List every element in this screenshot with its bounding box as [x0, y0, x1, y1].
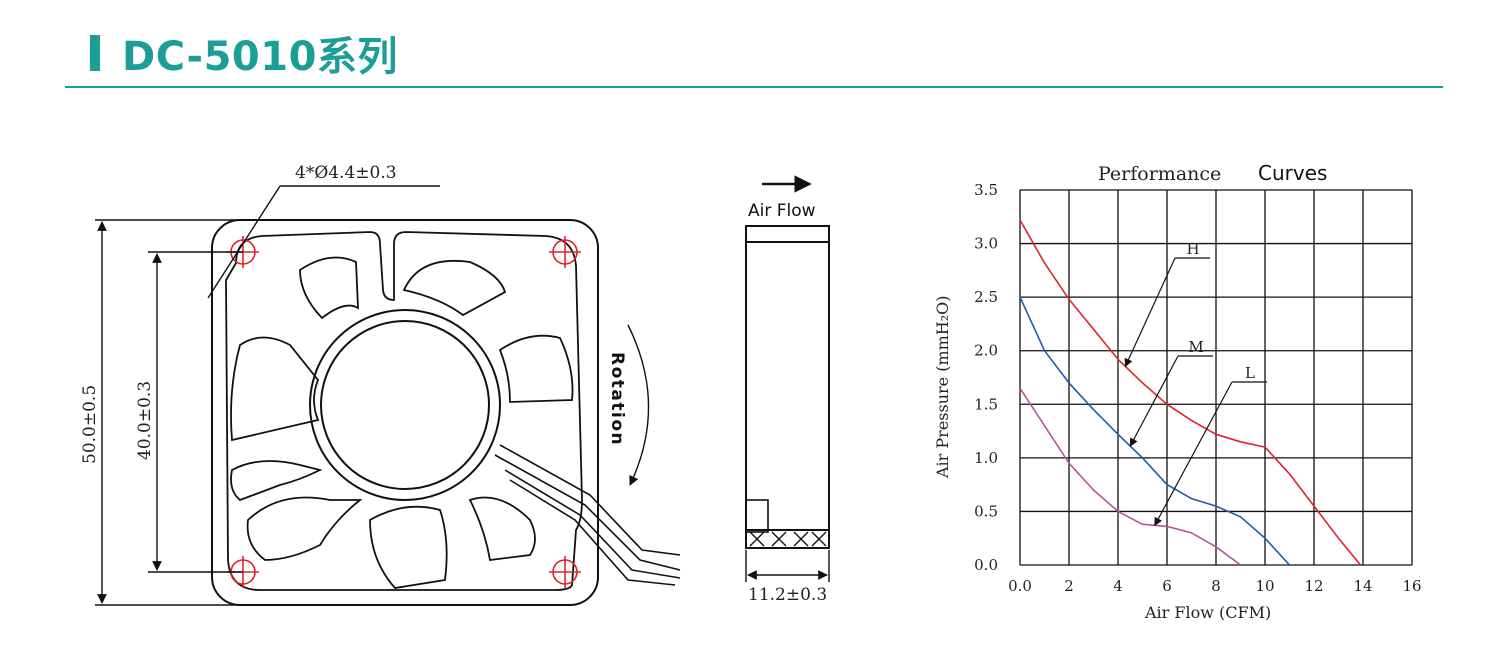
fan-frame-inner [225, 231, 583, 591]
x-tick-label: 2 [1064, 577, 1074, 595]
x-tick-label: 16 [1402, 577, 1421, 595]
outer-dimension-label: 50.0±0.5 [80, 385, 100, 464]
fan-frame-outer [211, 219, 599, 606]
x-tick-label: 6 [1162, 577, 1172, 595]
series-label-L: L [1245, 364, 1255, 382]
chart-series [1019, 219, 1362, 566]
y-tick-labels: 0.0 0.5 1.0 1.5 2.0 2.5 3.0 3.5 [974, 181, 998, 574]
hole-spec-label: 4*Ø4.4±0.3 [295, 163, 397, 183]
y-axis-label: Air Pressure (mmH₂O) [933, 295, 952, 479]
front-dimensions [95, 185, 440, 606]
chart-title-part2: Curves [1258, 161, 1327, 185]
y-tick-label: 1.0 [974, 449, 998, 467]
fan-wires [494, 444, 681, 586]
callout-leader [1154, 381, 1233, 527]
airflow-label: Air Flow [748, 201, 816, 221]
rotation-arrow [627, 324, 650, 486]
x-tick-label: 4 [1113, 577, 1123, 595]
series-callouts: H M L [1124, 240, 1267, 527]
y-tick-label: 2.5 [974, 288, 998, 306]
rotation-label: Rotation [607, 352, 627, 446]
series-label-M: M [1188, 338, 1203, 356]
chart-title-part1: Performance [1098, 163, 1221, 185]
y-tick-label: 0.5 [974, 502, 998, 520]
hole-dimension-label: 40.0±0.3 [135, 381, 155, 460]
x-tick-label: 0.0 [1008, 577, 1032, 595]
x-tick-label: 10 [1255, 577, 1274, 595]
header-divider [65, 86, 1443, 88]
callout-leader [1124, 257, 1176, 368]
y-tick-label: 3.5 [974, 181, 998, 199]
series-line-M [1019, 296, 1291, 566]
fan-blades [230, 256, 574, 589]
y-tick-label: 3.0 [974, 235, 998, 253]
fan-front-view [211, 219, 681, 606]
series-label-H: H [1186, 240, 1199, 258]
fan-side-view [745, 225, 830, 549]
x-tick-label: 12 [1304, 577, 1323, 595]
y-tick-label: 0.0 [974, 556, 998, 574]
series-line-H [1019, 219, 1362, 566]
x-tick-labels: 0.0 2 4 6 8 10 12 14 16 [1008, 577, 1421, 595]
thickness-label: 11.2±0.3 [748, 585, 827, 605]
x-tick-label: 14 [1353, 577, 1372, 595]
fan-hub [309, 309, 501, 501]
callout-leader [1129, 355, 1179, 447]
chart-grid [1019, 189, 1413, 566]
performance-chart: Performance Curves 0.0 0.5 1.0 1.5 2.0 2.5 3.0… [933, 161, 1422, 622]
y-tick-label: 1.5 [974, 395, 998, 413]
page-title: DC-5010系列 [122, 34, 398, 80]
header-accent-bar [90, 35, 100, 71]
thickness-dimension [745, 550, 830, 582]
x-axis-label: Air Flow (CFM) [1144, 603, 1271, 622]
series-line-L [1019, 387, 1241, 566]
y-tick-label: 2.0 [974, 342, 998, 360]
x-tick-label: 8 [1211, 577, 1221, 595]
fan-hub-inner [320, 320, 490, 490]
